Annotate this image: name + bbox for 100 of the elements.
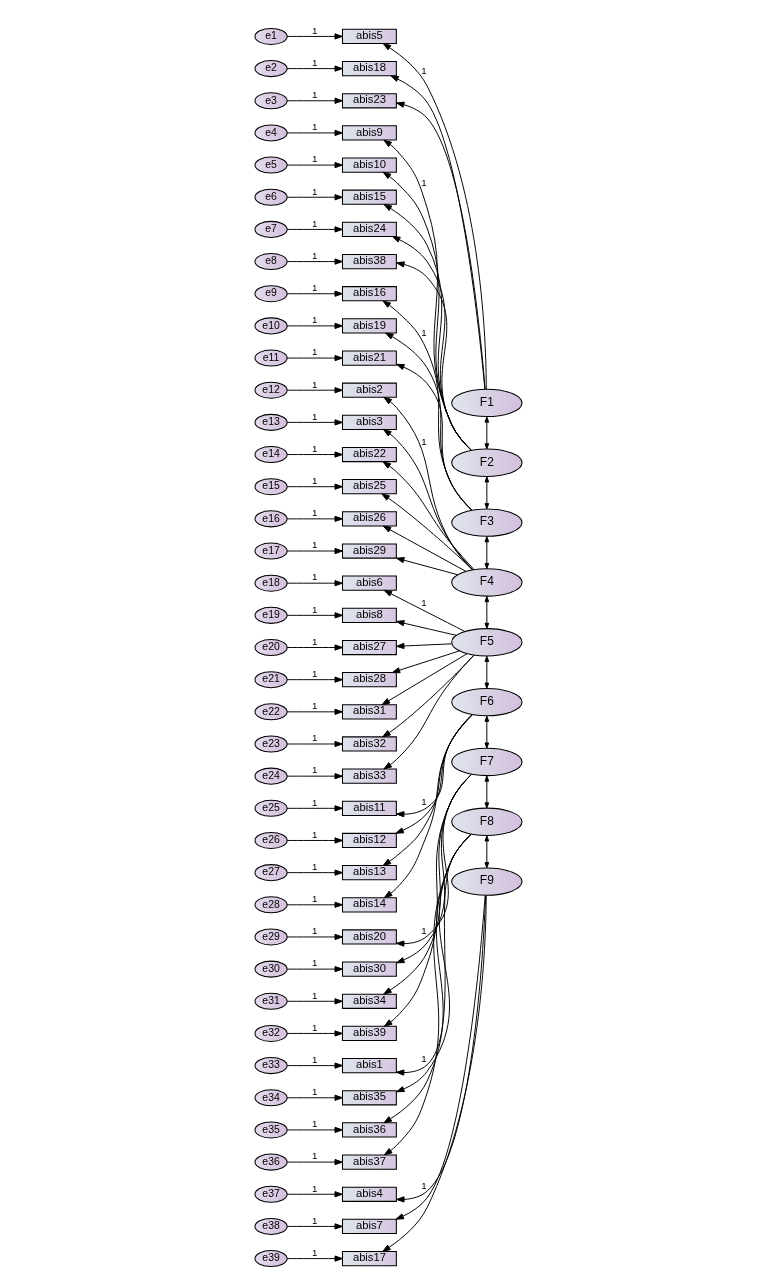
arrow [396, 261, 472, 451]
edge-label: 1 [312, 539, 318, 551]
node-box: abis8 [341, 607, 397, 623]
node-box: abis5 [341, 28, 397, 45]
node-box: abis28 [341, 672, 397, 688]
arrow [382, 654, 475, 738]
edge-label: 1 [312, 796, 318, 808]
edge-label: 1 [312, 507, 318, 519]
node-ellipse: e4 [254, 124, 288, 142]
arrow [286, 354, 343, 362]
node-ellipse: F8 [451, 807, 523, 836]
edge-label: 1 [312, 56, 318, 68]
arrow [382, 461, 475, 571]
node-ellipse: e28 [254, 896, 288, 914]
arrow [286, 740, 343, 748]
node-ellipse: e12 [254, 381, 288, 399]
node-ellipse: e39 [254, 1250, 288, 1268]
arrow [286, 451, 343, 458]
node-ellipse: e25 [254, 799, 288, 817]
arrow [286, 419, 343, 426]
edge-label: 1 [312, 828, 318, 840]
arrow [396, 363, 473, 511]
node-box: abis13 [341, 865, 397, 881]
node-box: abis1 [341, 1057, 397, 1074]
edge-label: 1 [312, 1021, 318, 1033]
node-box: abis15 [341, 189, 397, 205]
edge-label: 1 [312, 1214, 318, 1226]
node-ellipse: e9 [254, 285, 288, 303]
arrow [286, 483, 343, 490]
node-ellipse: e22 [254, 703, 288, 721]
arrow [286, 1255, 343, 1262]
arrow [484, 715, 490, 749]
node-box: abis2 [341, 382, 397, 398]
arrow [286, 708, 343, 715]
node-ellipse: e36 [254, 1153, 288, 1171]
edge-label: 1 [312, 860, 318, 872]
edge-label: 1 [312, 442, 318, 454]
node-ellipse: e24 [254, 767, 288, 785]
node-ellipse: F3 [451, 508, 523, 537]
arrow [286, 33, 343, 40]
edge-label: 1 [312, 893, 318, 905]
node-box: abis36 [341, 1122, 397, 1138]
node-box: abis26 [341, 511, 397, 527]
arrow [383, 589, 466, 632]
arrow [381, 493, 474, 571]
node-ellipse: e32 [254, 1024, 288, 1042]
node-ellipse: e1 [254, 27, 288, 45]
edge-label: 1 [421, 436, 427, 448]
arrow [396, 557, 459, 576]
edge-label: 1 [312, 1182, 318, 1194]
arrow [286, 869, 343, 876]
arrow [286, 129, 343, 137]
arrow [382, 43, 487, 390]
node-box: abis18 [341, 60, 397, 77]
node-box: abis9 [341, 125, 397, 141]
node-box: abis12 [341, 832, 397, 849]
node-box: abis16 [341, 286, 397, 302]
node-box: abis27 [341, 639, 397, 656]
edge-label: 1 [312, 764, 318, 776]
node-ellipse: F6 [451, 687, 523, 717]
edge-label: 1 [312, 475, 318, 487]
node-ellipse: e2 [254, 60, 288, 78]
node-box: abis37 [341, 1154, 397, 1170]
node-ellipse: e15 [254, 478, 288, 496]
arrow [286, 162, 343, 169]
edge-label: 1 [312, 282, 318, 294]
node-ellipse: e33 [254, 1057, 288, 1075]
edge-label: 1 [312, 153, 318, 165]
node-box: abis30 [341, 961, 397, 977]
arrow [286, 226, 343, 233]
edge-label: 1 [312, 346, 318, 358]
arrow [286, 644, 343, 651]
arrow [383, 714, 473, 899]
arrow [286, 612, 343, 619]
node-box: abis31 [341, 704, 397, 720]
node-box: abis20 [341, 929, 397, 945]
node-ellipse: F9 [451, 867, 523, 896]
node-ellipse: e38 [254, 1217, 288, 1235]
node-ellipse: e11 [254, 349, 288, 367]
node-box: abis10 [341, 157, 397, 173]
node-ellipse: e26 [254, 831, 288, 849]
edge-label: 1 [312, 571, 318, 583]
arrow [383, 654, 475, 770]
node-ellipse: e16 [254, 510, 288, 528]
arrow [396, 642, 453, 650]
node-ellipse: F4 [451, 568, 523, 597]
arrow [484, 775, 490, 809]
arrow [286, 1062, 343, 1069]
edge-label: 1 [312, 1053, 318, 1065]
edge-label: 1 [312, 957, 318, 969]
node-ellipse: F2 [451, 448, 523, 477]
node-ellipse: F1 [451, 388, 523, 418]
node-box: abis17 [341, 1250, 397, 1267]
arrow [286, 676, 343, 683]
arrow [286, 387, 343, 394]
arrow [286, 1094, 343, 1101]
edge-label: 1 [421, 177, 427, 189]
node-ellipse: e37 [254, 1185, 288, 1203]
edge-label: 1 [312, 1086, 318, 1098]
edge-label: 1 [312, 635, 318, 647]
